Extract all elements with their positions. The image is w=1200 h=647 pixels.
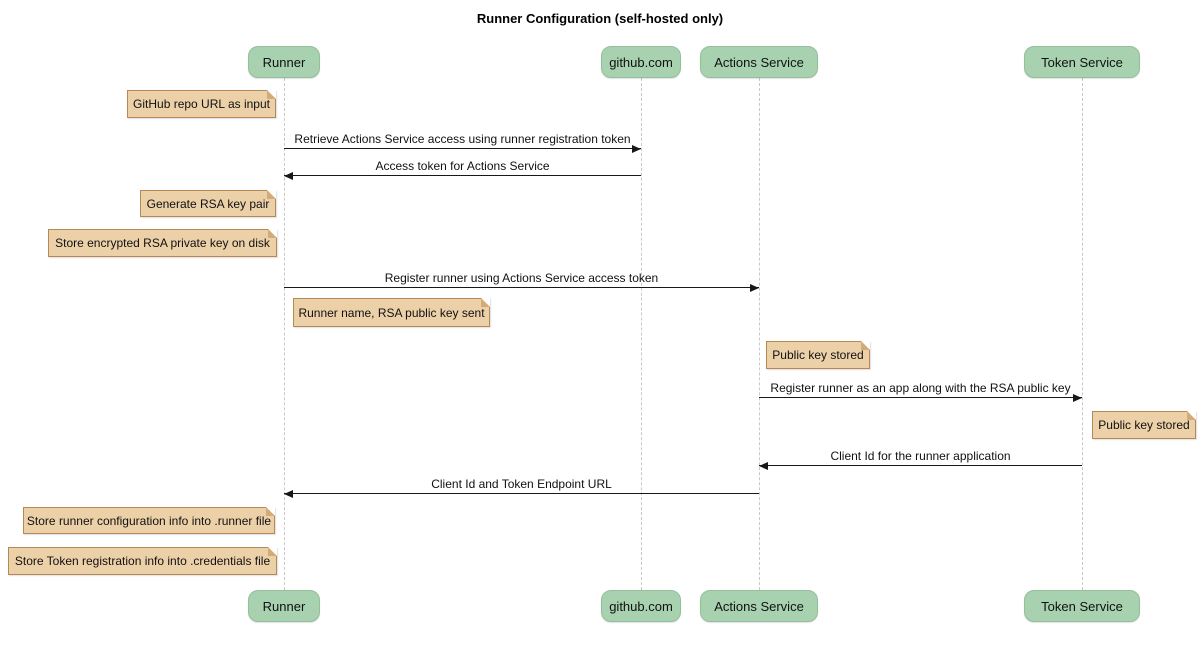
message-line-4 [759, 397, 1082, 398]
note-3: Store encrypted RSA private key on disk [48, 229, 277, 257]
participant-runner-top: Runner [248, 46, 320, 78]
participant-actions-service-top: Actions Service [700, 46, 818, 78]
message-label-5: Client Id for the runner application [830, 449, 1011, 463]
message-label-2: Access token for Actions Service [375, 159, 550, 173]
participant-token-service-top: Token Service [1024, 46, 1140, 78]
message-arrowhead-1 [632, 144, 641, 153]
participant-token-service-bottom: Token Service [1024, 590, 1140, 622]
participant-github-top: github.com [601, 46, 681, 78]
message-arrowhead-3 [750, 283, 759, 292]
message-line-6 [284, 493, 759, 494]
lifeline-github [641, 78, 642, 590]
lifeline-actions-service [759, 78, 760, 590]
message-line-5 [759, 465, 1082, 466]
participant-runner-bottom: Runner [248, 590, 320, 622]
note-6: Public key stored [1092, 411, 1196, 439]
note-2: Generate RSA key pair [140, 190, 276, 217]
message-arrowhead-5 [759, 461, 768, 470]
note-5: Public key stored [766, 341, 870, 369]
message-label-3: Register runner using Actions Service ac… [384, 271, 659, 285]
note-1: GitHub repo URL as input [127, 90, 276, 118]
note-4: Runner name, RSA public key sent [293, 298, 490, 327]
participant-actions-service-bottom: Actions Service [700, 590, 818, 622]
message-label-4: Register runner as an app along with the… [770, 381, 1071, 395]
diagram-title: Runner Configuration (self-hosted only) [476, 11, 724, 26]
message-line-2 [284, 175, 641, 176]
message-arrowhead-2 [284, 171, 293, 180]
message-label-6: Client Id and Token Endpoint URL [431, 477, 612, 491]
lifeline-runner [284, 78, 285, 590]
message-arrowhead-6 [284, 489, 293, 498]
message-line-3 [284, 287, 759, 288]
note-7: Store runner configuration info into .ru… [23, 507, 275, 534]
participant-github-bottom: github.com [601, 590, 681, 622]
message-arrowhead-4 [1073, 393, 1082, 402]
message-line-1 [284, 148, 641, 149]
lifeline-token-service [1082, 78, 1083, 590]
note-8: Store Token registration info into .cred… [8, 547, 277, 575]
message-label-1: Retrieve Actions Service access using ru… [294, 132, 631, 146]
